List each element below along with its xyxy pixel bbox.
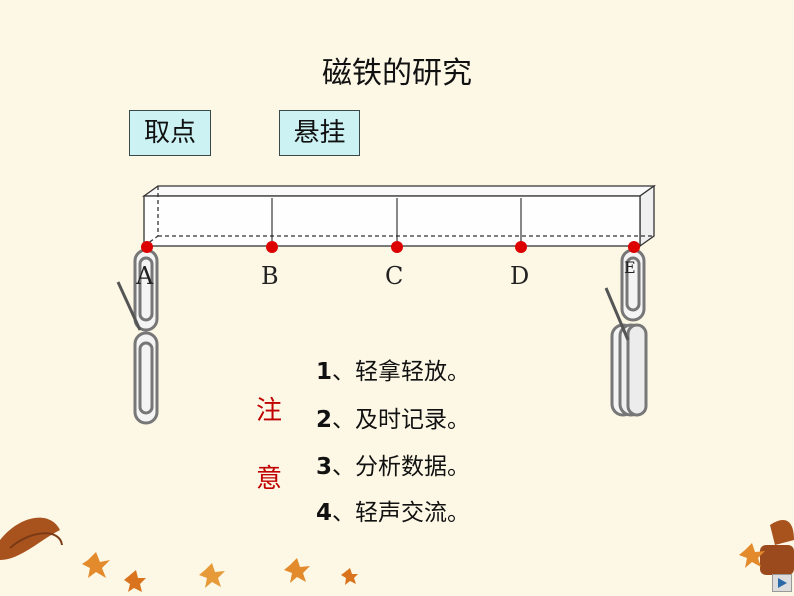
tip-item: 3、分析数据。 [316, 447, 470, 481]
point-marker-a[interactable] [141, 241, 153, 253]
note-label-2: 意 [256, 464, 283, 494]
tip-text: 、及时记录。 [332, 407, 471, 433]
threads [271, 198, 522, 246]
slide-title: 磁铁的研究 [322, 56, 472, 91]
tip-number: 2 [316, 407, 333, 433]
tip-item: 2、及时记录。 [316, 400, 470, 434]
tip-number: 4 [316, 500, 333, 526]
point-label-b: B [261, 262, 279, 290]
tip-number: 1 [316, 359, 333, 385]
hang-button[interactable]: 悬挂 [279, 110, 360, 156]
tip-item: 1、轻拿轻放。 [316, 352, 470, 386]
tip-item: 4、轻声交流。 [316, 493, 470, 527]
tip-text: 、分析数据。 [332, 454, 471, 480]
note-label-1: 注 [256, 396, 283, 426]
leaf-icon [0, 517, 794, 592]
tip-text: 、轻拿轻放。 [332, 359, 471, 385]
point-marker-d[interactable] [515, 241, 527, 253]
paperclip-icon [116, 248, 159, 425]
next-slide-button[interactable] [772, 574, 792, 592]
point-marker-c[interactable] [391, 241, 403, 253]
tip-number: 3 [316, 454, 333, 480]
point-label-c: C [385, 262, 404, 290]
tip-text: 、轻声交流。 [332, 500, 471, 526]
take-point-button[interactable]: 取点 [129, 110, 211, 156]
point-label-e: E [624, 258, 636, 277]
point-label-d: D [510, 262, 530, 290]
next-arrow-icon [778, 578, 787, 588]
point-label-a: A [136, 262, 154, 290]
magnet-bar [141, 184, 657, 248]
measure-points [141, 241, 640, 253]
point-marker-b[interactable] [266, 241, 278, 253]
point-marker-e[interactable] [628, 241, 640, 253]
